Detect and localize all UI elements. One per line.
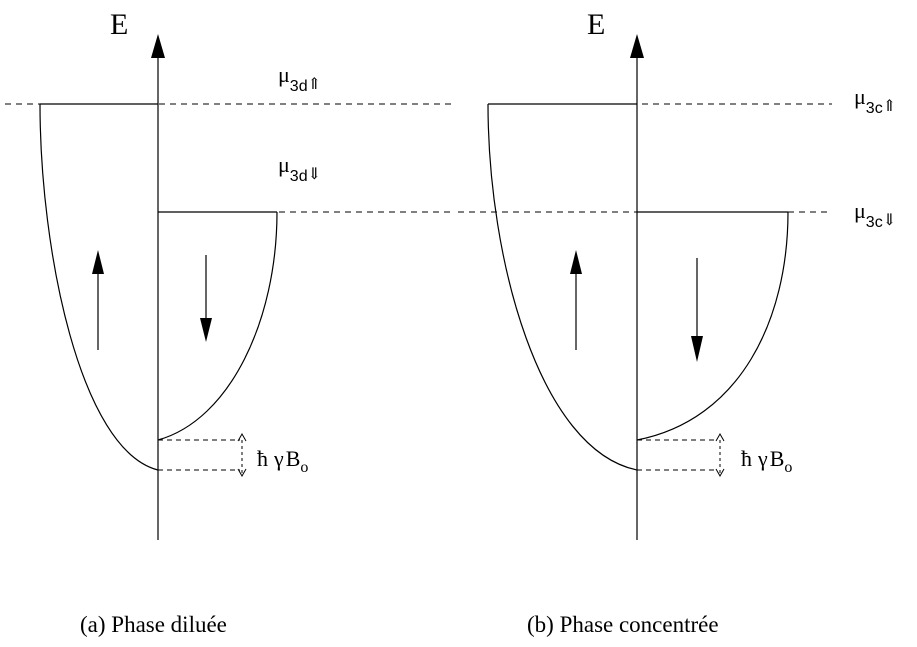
caption-a: (a) Phase diluée: [80, 612, 227, 637]
mu-down-label-a: μ3d⇓: [278, 152, 321, 185]
spin-up-arrowhead-a: [92, 250, 104, 274]
energy-axis-arrowhead-b: [630, 34, 644, 58]
spin-up-arrowhead-b: [570, 250, 582, 274]
zeeman-gap-arrowhead-bottom-a: [237, 468, 247, 478]
spin-up-band-curve-a: [39, 103, 159, 471]
spin-down-arrowhead-b: [691, 336, 703, 362]
mu-down-label-b: μ3c⇓: [854, 198, 896, 231]
zeeman-gap-arrowhead-bottom-b: [715, 468, 725, 478]
zeeman-gap-arrowhead-top-a: [237, 432, 247, 442]
spin-down-band-curve-b: [636, 211, 789, 441]
zeeman-gap-arrowhead-top-b: [715, 432, 725, 442]
mu-up-label-a: μ3d⇑: [278, 62, 321, 95]
spin-down-band-curve-a: [157, 211, 278, 441]
energy-axis-label-a: E: [110, 8, 128, 41]
spin-up-band-curve-b: [487, 103, 638, 471]
energy-axis-label-b: E: [587, 8, 605, 41]
energy-axis-arrowhead-a: [151, 34, 165, 58]
mu-up-label-b: μ3c⇑: [854, 84, 896, 117]
caption-b: (b) Phase concentrée: [527, 612, 719, 637]
spin-down-arrowhead-a: [200, 318, 212, 342]
